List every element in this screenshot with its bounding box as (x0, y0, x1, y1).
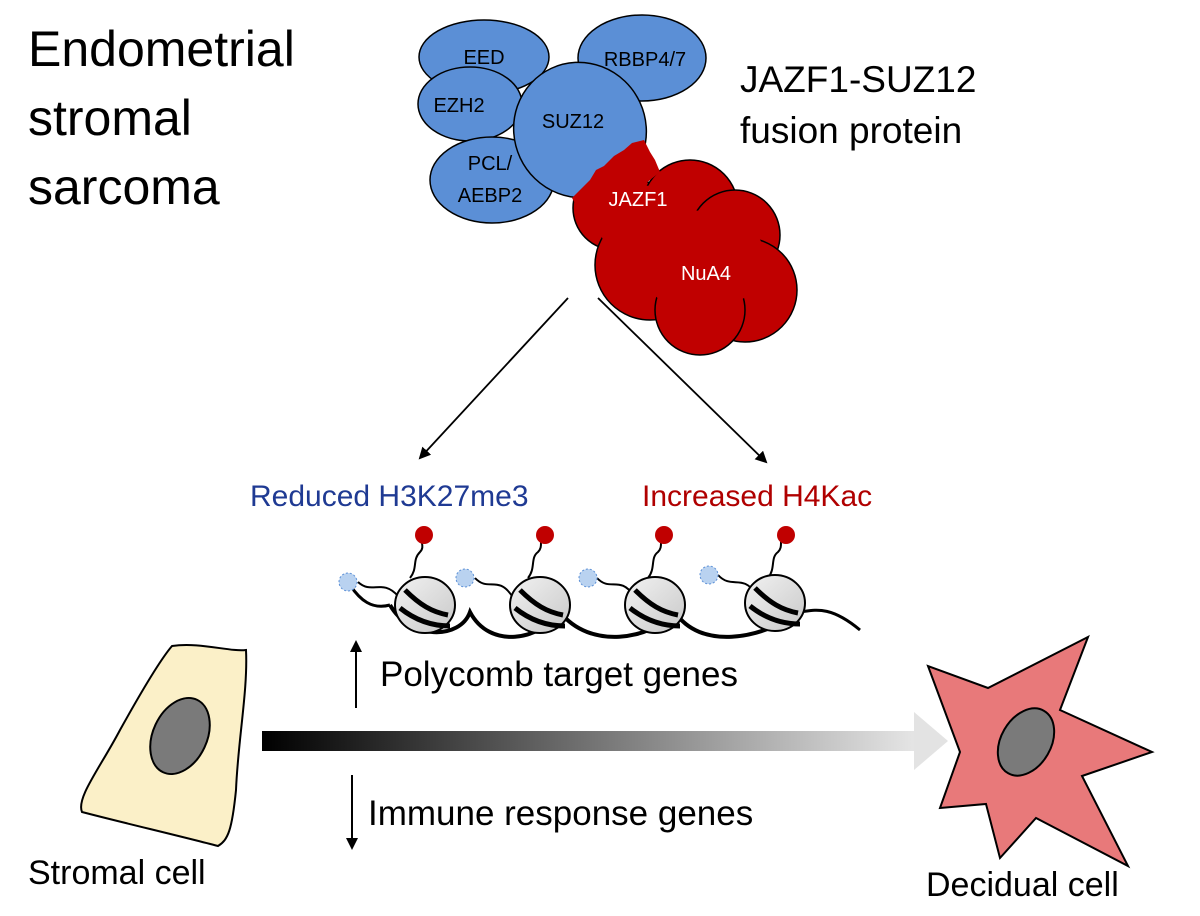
pcl-label-line-1: PCL/ (468, 153, 513, 175)
polycomb-target-genes-label: Polycomb target genes (380, 655, 738, 694)
me3-mark-2 (455, 568, 475, 588)
ezh2-label: EZH2 (433, 95, 484, 117)
fusion-label-line-2: fusion protein (740, 110, 962, 151)
decidual-nucleus (996, 707, 1056, 777)
nucleosome-4 (699, 526, 806, 632)
suz12-label: SUZ12 (542, 111, 604, 133)
jazf1-label: JAZF1 (609, 189, 668, 211)
nucleosome-3 (578, 526, 686, 634)
stromal-cell-label: Stromal cell (28, 854, 206, 892)
decidual-cell-label: Decidual cell (926, 866, 1119, 904)
decidual-cell (926, 634, 1155, 869)
ac-mark-3 (655, 526, 673, 544)
nucleosome-1 (338, 526, 456, 634)
ac-mark-4 (777, 526, 795, 544)
jazf1-junction (572, 140, 660, 215)
stromal-cell (80, 644, 248, 848)
me3-mark-1 (338, 572, 358, 592)
arrow-to-h4kac (597, 297, 768, 464)
nua4-label: NuA4 (681, 263, 731, 285)
title-line-2: stromal (28, 90, 192, 146)
ac-mark-2 (536, 526, 554, 544)
nua4-cloud (572, 159, 798, 356)
fusion-label-line-1: JAZF1-SUZ12 (740, 59, 976, 100)
title-line-3: sarcoma (28, 159, 220, 215)
title-block: Endometrial stromal sarcoma (28, 21, 295, 215)
chromatin-fiber (338, 526, 861, 639)
eed-label: EED (463, 47, 504, 69)
ac-mark-1 (415, 526, 433, 544)
fusion-protein-label: JAZF1-SUZ12 fusion protein (740, 59, 976, 151)
stromal-nucleus (149, 696, 211, 776)
increased-h4kac-label: Increased H4Kac (642, 480, 872, 513)
me3-mark-3 (578, 568, 598, 588)
immune-response-genes-label: Immune response genes (368, 794, 753, 833)
differentiation-arrow (262, 712, 948, 770)
protein-complex (417, 14, 798, 356)
pcl-label-line-2: AEBP2 (458, 185, 522, 207)
arrow-to-h3k27me3 (418, 297, 569, 460)
nucleosome-2 (455, 526, 571, 634)
reduced-h3k27me3-label: Reduced H3K27me3 (250, 480, 529, 513)
title-line-1: Endometrial (28, 21, 295, 77)
me3-mark-4 (699, 565, 719, 585)
rbbp-label: RBBP4/7 (604, 49, 686, 71)
